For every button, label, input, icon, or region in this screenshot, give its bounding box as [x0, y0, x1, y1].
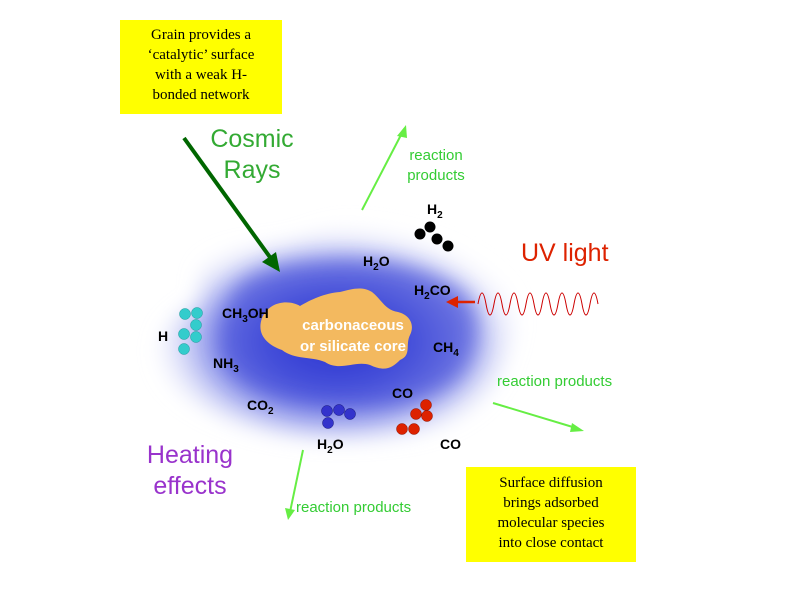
reaction-arrowhead-top	[397, 125, 407, 138]
ch4-label: CH4	[433, 339, 459, 359]
reaction-arrow-bottom	[289, 449, 304, 513]
reaction-products-right-label: reaction products	[497, 373, 613, 390]
catalytic-surface-note: Grain provides a ‘catalytic’ surface wit…	[120, 20, 282, 114]
grain-core	[260, 288, 412, 369]
h-atom-cluster	[178, 307, 203, 355]
note-line: bonded network	[152, 87, 250, 103]
heating-effects-label: Heating effects	[146, 441, 234, 500]
co-molecule-model	[396, 399, 433, 435]
nh3-label: NH3	[213, 355, 239, 375]
uv-light-label: UV light	[521, 239, 609, 267]
h2-molecule	[414, 221, 454, 252]
note-line: molecular species	[497, 515, 605, 531]
cosmic-rays-label: Cosmic Rays	[210, 125, 294, 184]
reaction-arrowhead-right	[570, 423, 584, 432]
h2co-label: H2CO	[414, 282, 451, 302]
uv-arrowhead	[446, 296, 458, 308]
h2o-molecule-model	[321, 404, 356, 429]
h2-label: H2	[427, 201, 443, 221]
ch3oh-label: CH3OH	[222, 305, 269, 325]
h2o-label-top: H2O	[363, 253, 390, 273]
h-label: H	[158, 328, 169, 344]
note-line: Surface diffusion	[499, 475, 603, 491]
note-line: ‘catalytic’ surface	[147, 47, 255, 63]
note-line: with a weak H-	[154, 67, 248, 83]
uv-wave	[477, 292, 599, 316]
reaction-products-bottom-label: reaction products	[296, 499, 412, 516]
note-line: into close contact	[498, 535, 604, 551]
cosmic-ray-arrowhead	[262, 252, 280, 272]
note-line: brings adsorbed	[503, 495, 599, 511]
reaction-arrow-right	[492, 402, 577, 429]
reaction-arrowhead-bottom	[285, 508, 295, 520]
note-line: Grain provides a	[151, 27, 251, 43]
core-label: carbonaceous or silicate core	[300, 317, 406, 355]
co2-label: CO2	[247, 397, 274, 417]
cosmic-ray-arrow	[182, 136, 274, 262]
surface-diffusion-note: Surface diffusion brings adsorbed molecu…	[466, 467, 636, 562]
reaction-arrow-top	[361, 132, 403, 211]
reaction-products-top-label: reaction products	[407, 147, 465, 184]
h2o-label-bottom: H2O	[317, 436, 344, 456]
co-label-mid: CO	[392, 385, 413, 401]
co-label-bottom: CO	[440, 436, 461, 452]
